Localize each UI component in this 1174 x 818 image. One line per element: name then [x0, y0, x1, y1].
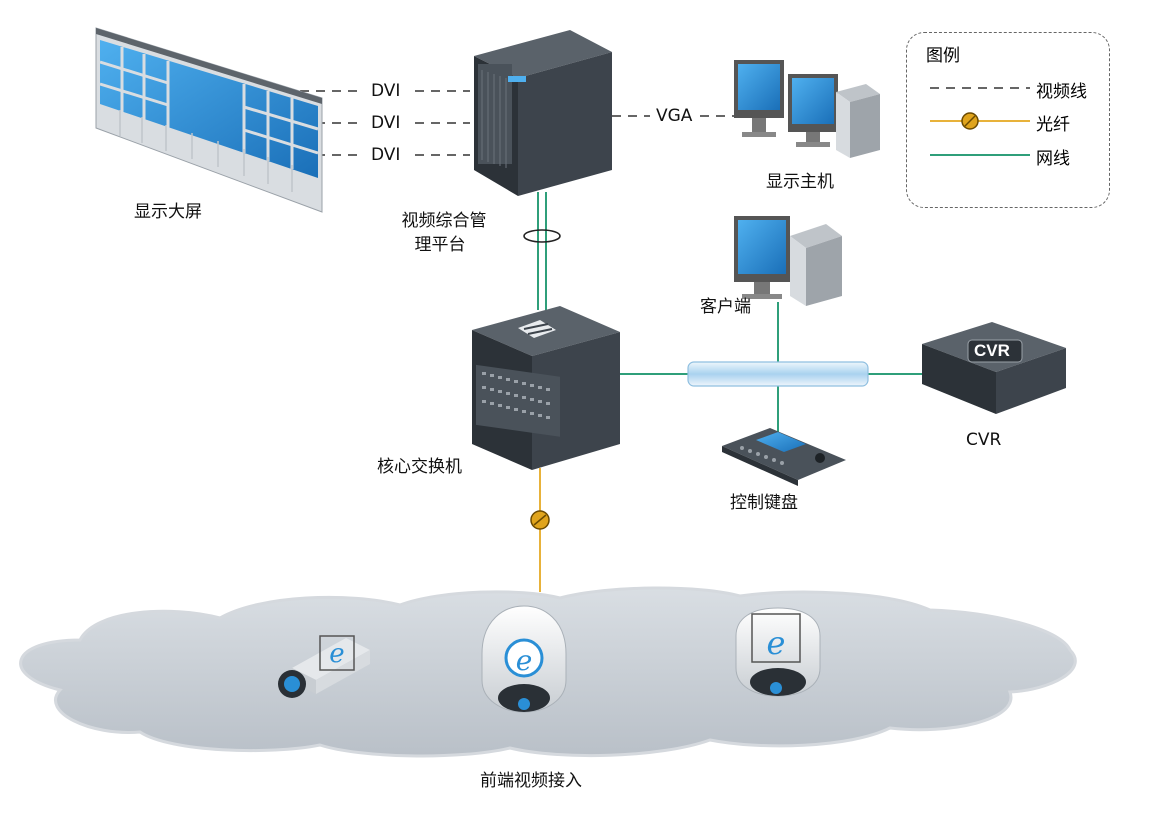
- legend-item-fiber: 光纤: [1036, 115, 1070, 135]
- core-switch-icon: [472, 306, 620, 470]
- legend-item-network-line: 网线: [1036, 149, 1070, 169]
- speed-dome-camera-icon: e: [481, 598, 567, 713]
- legend-box: [906, 32, 1110, 208]
- platform-label-line1: 视频综合管: [401, 211, 487, 231]
- client-label: 客户端: [700, 297, 751, 317]
- svg-text:e: e: [329, 639, 344, 669]
- core-switch-label: 核心交换机: [377, 457, 462, 477]
- client-pc-icon: [734, 216, 842, 306]
- dvi-label-3: DVI: [371, 145, 401, 165]
- video-cable-lines: [300, 90, 740, 156]
- platform-label-line2: 理平台: [414, 235, 466, 255]
- svg-text:e: e: [767, 624, 786, 662]
- svg-text:e: e: [516, 644, 533, 677]
- legend-title: 图例: [926, 46, 960, 66]
- fiber-line: [530, 468, 550, 592]
- network-cable-lines: [537, 192, 922, 432]
- display-host-icon: [734, 60, 880, 158]
- switch-arrows-icon: [518, 320, 556, 338]
- dvi-label-2: DVI: [371, 113, 401, 133]
- cvr-badge-text: CVR: [974, 341, 1010, 360]
- video-wall-icon: [95, 27, 323, 213]
- legend-item-video-line: 视频线: [1036, 82, 1087, 102]
- cvr-label: CVR: [966, 430, 1002, 450]
- legend-samples: [930, 87, 1030, 156]
- front-end-label: 前端视频接入: [480, 771, 582, 791]
- dvi-label-1: DVI: [371, 81, 401, 101]
- dome-camera-icon: e: [735, 607, 821, 697]
- network-bus: [687, 361, 869, 387]
- box-camera-icon: e: [278, 635, 370, 698]
- video-wall-label: 显示大屏: [134, 202, 202, 222]
- display-host-label: 显示主机: [766, 172, 834, 192]
- control-keyboard-icon: [722, 428, 846, 486]
- vga-label: VGA: [656, 106, 693, 126]
- keyboard-label: 控制键盘: [730, 493, 798, 513]
- cvr-icon: [922, 322, 1066, 414]
- bundle-ring: [523, 229, 561, 243]
- platform-server-icon: [474, 30, 612, 196]
